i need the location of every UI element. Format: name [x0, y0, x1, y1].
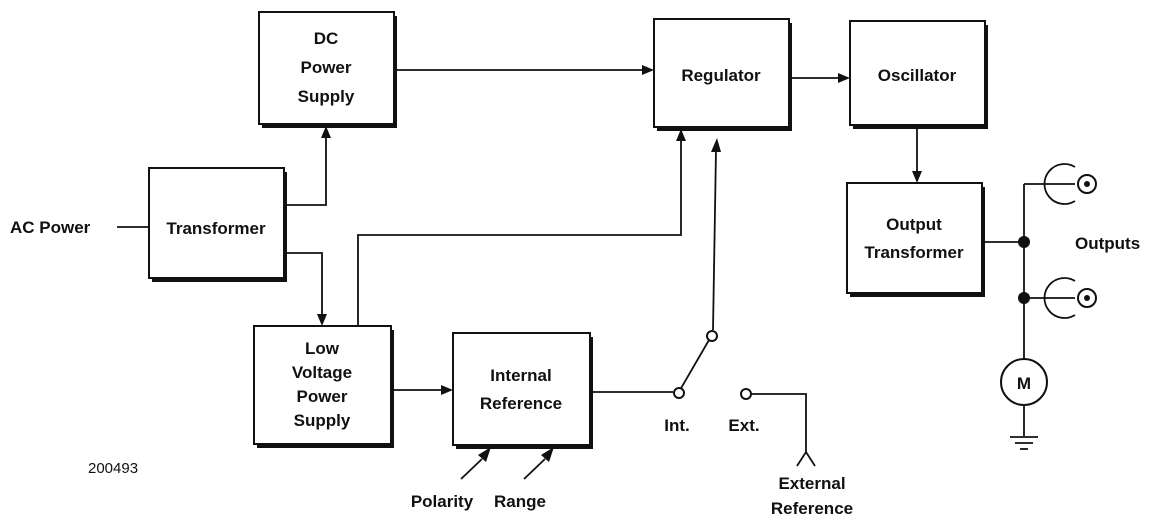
upper-output-jack [1043, 163, 1097, 205]
meter-symbol: M [1000, 358, 1048, 406]
output-transformer-block: Output Transformer [846, 182, 985, 297]
meter-label: M [1017, 374, 1031, 393]
arrowhead-regulator-left [642, 65, 654, 75]
output-transformer-line-2: Transformer [864, 243, 964, 262]
regulator-label: Regulator [681, 66, 761, 85]
switch-to-regulator-wire [712, 149, 717, 331]
arrowhead-dc-supply [321, 126, 331, 138]
polarity-control-wire [460, 458, 483, 480]
oscillator-block: Oscillator [849, 20, 988, 129]
dc-power-supply-block: DC Power Supply [258, 11, 397, 128]
internal-reference-line-2: Reference [480, 394, 562, 413]
lvps-to-regulator-wire [357, 139, 682, 326]
external-reference-wire [751, 393, 807, 452]
lvps-line-1: Low [305, 339, 340, 358]
transformer-label: Transformer [166, 219, 266, 238]
arrowhead-regulator-bottom-left [676, 129, 686, 141]
arrowhead-lvps [317, 314, 327, 326]
arrowhead-output-transformer [912, 171, 922, 183]
junction-upper [1018, 236, 1030, 248]
lvps-line-3: Power [296, 387, 347, 406]
outputs-label: Outputs [1075, 234, 1140, 253]
transformer-to-dc-supply-wire [284, 136, 327, 206]
lower-output-jack [1043, 277, 1097, 319]
dc-power-supply-line-1: DC [314, 29, 339, 48]
regulator-block: Regulator [653, 18, 792, 131]
transformer-to-lvps-wire [284, 252, 323, 316]
switch-blade [679, 339, 710, 391]
oscillator-label: Oscillator [878, 66, 957, 85]
int-label: Int. [664, 416, 690, 435]
switch-pivot-contact [706, 330, 718, 342]
arrowhead-internal-reference [441, 385, 453, 395]
arrowhead-range [541, 447, 554, 462]
external-reference-line-2: Reference [771, 499, 853, 518]
ac-power-label: AC Power [10, 218, 91, 237]
lvps-line-2: Voltage [292, 363, 352, 382]
arrowhead-oscillator [838, 73, 850, 83]
lvps-line-4: Supply [294, 411, 351, 430]
range-label: Range [494, 492, 546, 511]
external-reference-input-symbol [796, 450, 816, 467]
low-voltage-power-supply-block: Low Voltage Power Supply [253, 325, 394, 448]
internal-reference-block: Internal Reference [452, 332, 593, 449]
ext-label: Ext. [728, 416, 759, 435]
external-reference-line-1: External [778, 474, 845, 493]
arrowhead-polarity [478, 447, 491, 462]
ground-icon [1010, 436, 1038, 450]
ext-switch-contact [740, 388, 752, 400]
transformer-block: Transformer [148, 167, 287, 282]
dc-power-supply-line-2: Power [300, 58, 351, 77]
int-switch-contact [673, 387, 685, 399]
polarity-label: Polarity [411, 492, 474, 511]
figure-number: 200493 [88, 460, 138, 477]
output-transformer-line-1: Output [886, 215, 942, 234]
junction-lower [1018, 292, 1030, 304]
dc-power-supply-line-3: Supply [298, 87, 355, 106]
internal-reference-line-1: Internal [490, 366, 551, 385]
range-control-wire [523, 458, 546, 480]
arrowhead-regulator-bottom-right [711, 138, 721, 152]
